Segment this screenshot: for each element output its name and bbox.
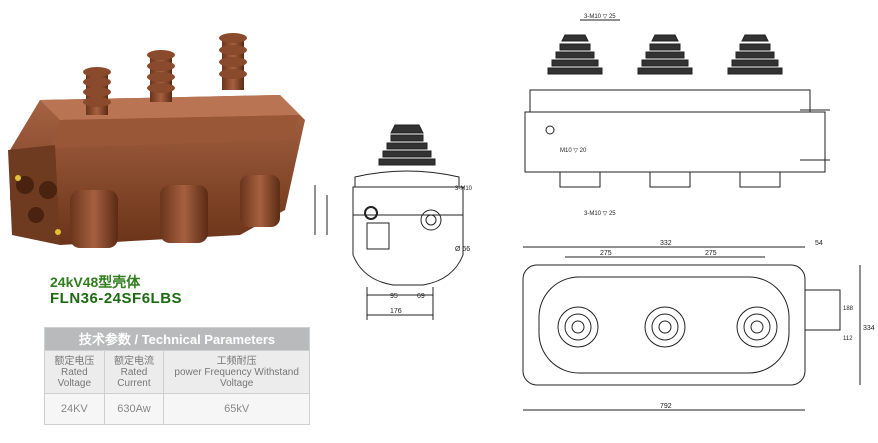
bushing-2 bbox=[147, 50, 175, 102]
value-current: 630Aw bbox=[103, 393, 165, 425]
top-dim-1: 332 bbox=[660, 240, 672, 247]
value-withstand: 65kV bbox=[163, 393, 310, 425]
top-dim-2: 54 bbox=[815, 240, 823, 247]
front-view-drawing: 3-M10 ▽ 25 M10 ▽ 20 3-M10 ▽ 25 bbox=[524, 14, 830, 217]
side-dim-5: 176 bbox=[390, 308, 402, 315]
product-model: FLN36-24SF6LBS bbox=[50, 290, 183, 307]
top-view-drawing: 332 54 275 275 792 334 188 112 bbox=[522, 240, 875, 411]
top-dim-8: 112 bbox=[843, 336, 853, 342]
bushing-3 bbox=[219, 33, 247, 90]
front-dim-2: M10 ▽ 20 bbox=[560, 148, 587, 154]
top-dim-5: 792 bbox=[660, 403, 672, 410]
bushing-1 bbox=[83, 67, 111, 115]
side-dim-2: Ø 66 bbox=[455, 246, 470, 253]
side-dim-1: 3-M10 bbox=[455, 186, 473, 192]
top-dim-7: 188 bbox=[843, 306, 854, 312]
value-voltage: 24KV bbox=[44, 393, 105, 425]
side-view-drawing: 3-M10 Ø 66 95 69 176 bbox=[314, 124, 473, 320]
front-dim-1: 3-M10 ▽ 25 bbox=[584, 14, 616, 20]
side-dim-3: 95 bbox=[390, 293, 398, 300]
top-dim-6: 334 bbox=[863, 325, 875, 332]
product-title-cn: 24kV48型壳体 bbox=[50, 274, 141, 290]
side-dim-4: 69 bbox=[417, 293, 425, 300]
table-header: 技术参数 / Technical Parameters bbox=[44, 327, 310, 351]
product-image bbox=[8, 33, 305, 248]
top-dim-3: 275 bbox=[600, 250, 612, 257]
top-dim-4: 275 bbox=[705, 250, 717, 257]
front-dim-3: 3-M10 ▽ 25 bbox=[584, 211, 616, 217]
